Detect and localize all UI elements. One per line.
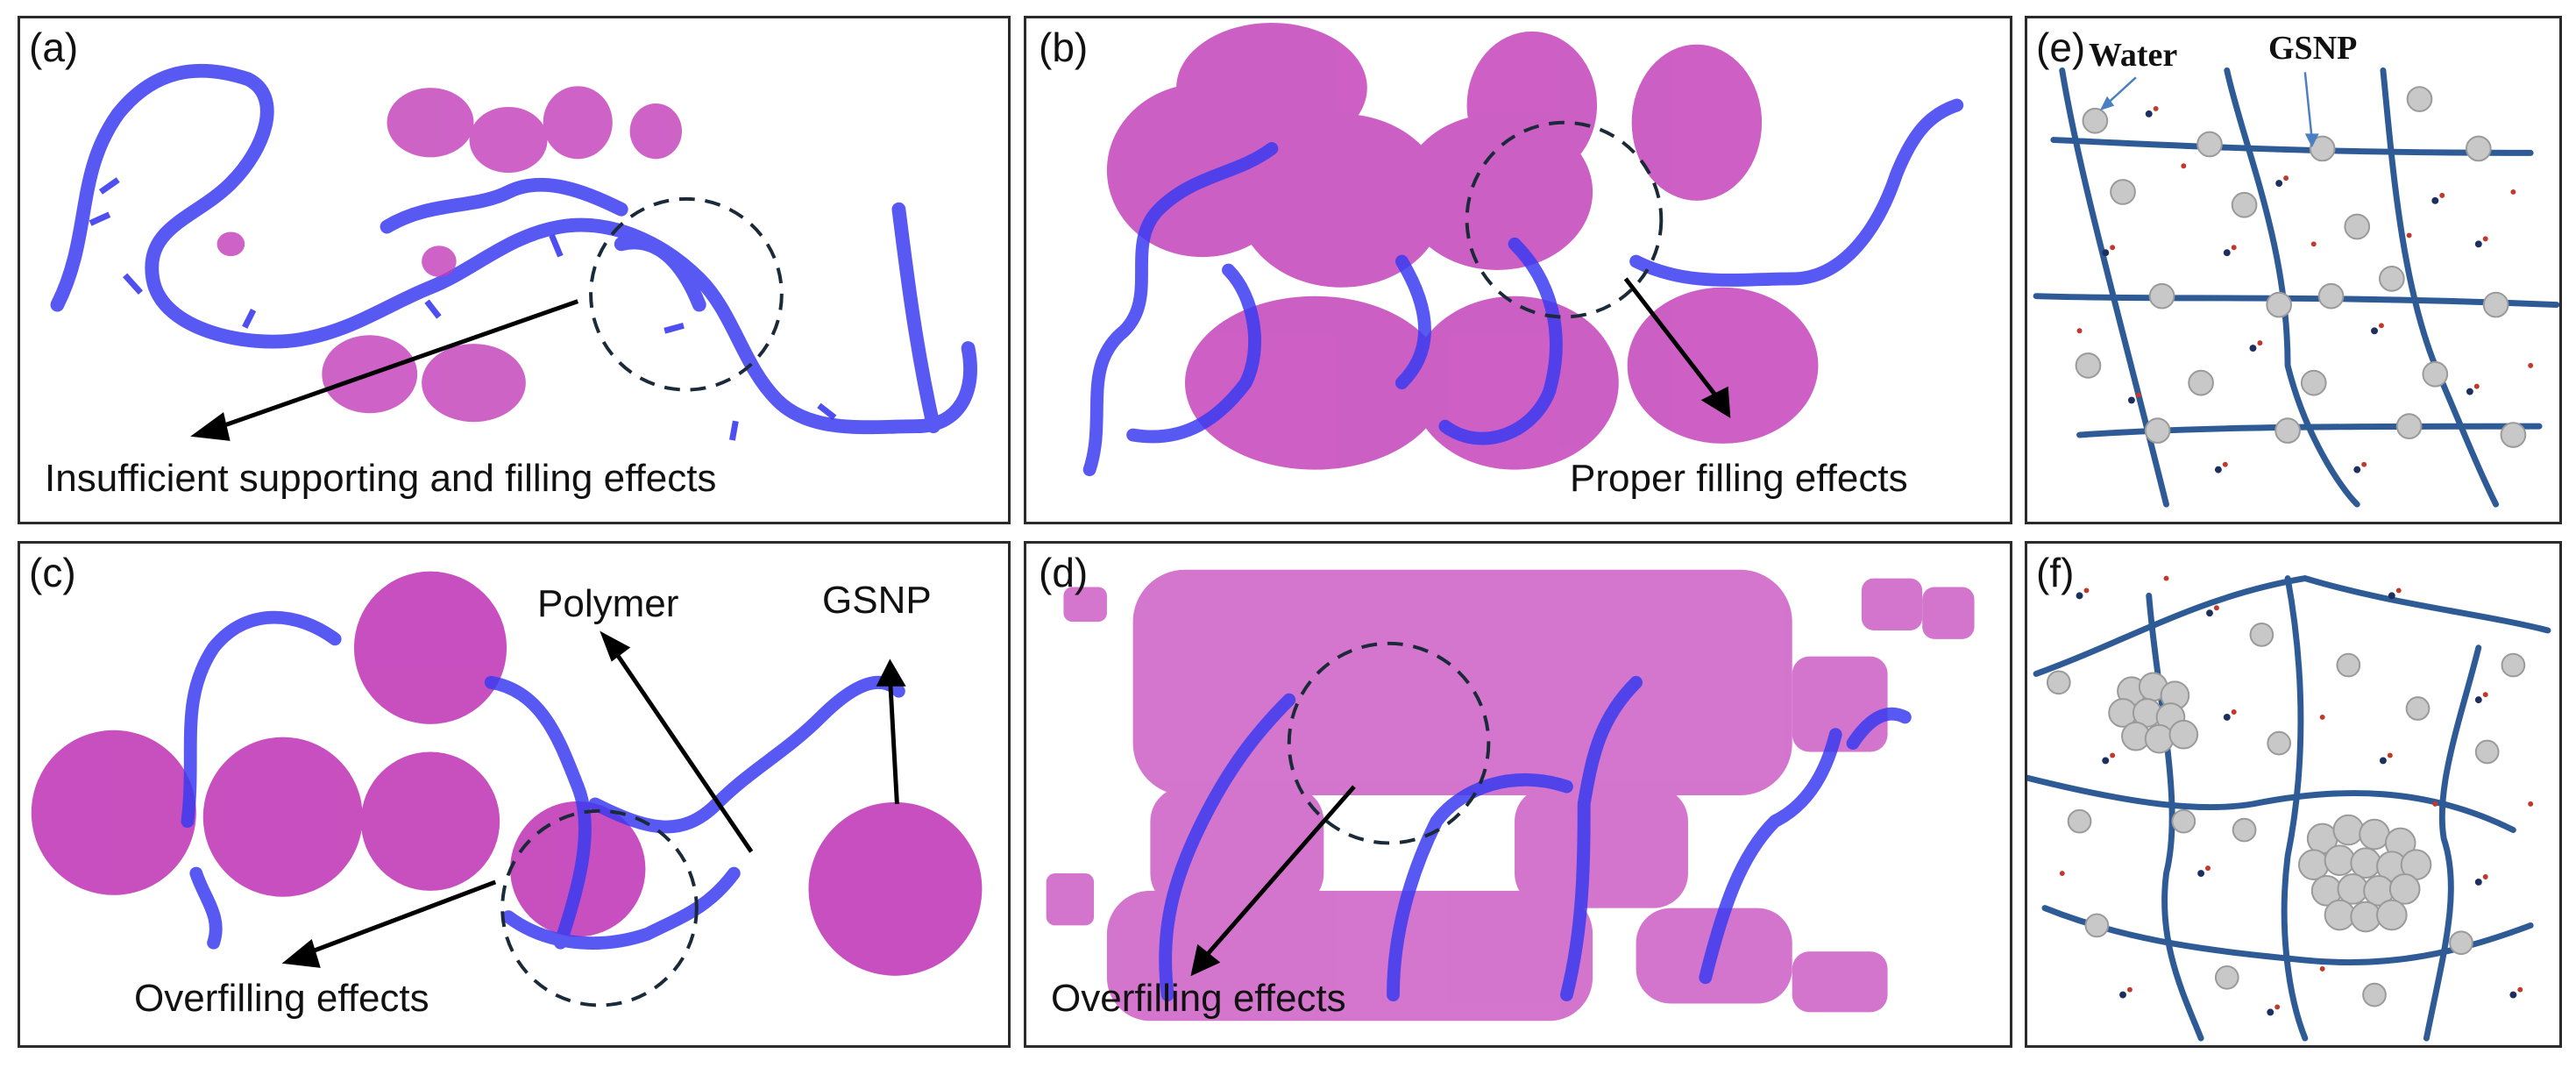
polymer-chain bbox=[50, 63, 977, 435]
panel-caption: Overfilling effects bbox=[1051, 977, 1346, 1020]
panel-tag: (a) bbox=[29, 25, 79, 70]
polymer-network-lines bbox=[2027, 575, 2551, 1042]
label-gsnp: GSNP bbox=[2268, 30, 2358, 67]
panel-caption: Overfilling effects bbox=[134, 977, 429, 1020]
nanoparticle-clusters bbox=[1046, 569, 1975, 1022]
panel-tag: (b) bbox=[1039, 25, 1089, 70]
panel-c-graphic bbox=[31, 571, 983, 1007]
pointer-arrow bbox=[190, 299, 579, 441]
highlight-circle bbox=[1465, 120, 1664, 319]
panel-caption: Insufficient supporting and filling effe… bbox=[45, 457, 717, 500]
panel-tag: (c) bbox=[29, 550, 76, 595]
highlight-circle bbox=[1287, 641, 1491, 845]
gsnp-spheres bbox=[2046, 623, 2526, 1007]
label-pointers bbox=[2099, 72, 2319, 148]
panel-tag: (d) bbox=[1039, 550, 1089, 595]
panel-c: (c) Overfilling effects Polymer GSNP bbox=[18, 541, 1011, 1048]
pointer-arrows bbox=[281, 630, 906, 968]
nanoparticle-clusters bbox=[1106, 22, 1819, 470]
gsnp-aggregate-1 bbox=[2108, 672, 2199, 754]
panel-a-graphic bbox=[50, 63, 977, 441]
panel-tag: (f) bbox=[2036, 550, 2075, 595]
panel-caption: Proper filling effects bbox=[1570, 457, 1908, 500]
panel-e-graphic bbox=[2033, 67, 2559, 508]
nanoparticle-clusters bbox=[216, 86, 682, 423]
panel-e: (e) Water GSNP bbox=[2025, 16, 2562, 524]
gsnp-spheres bbox=[2075, 86, 2527, 448]
highlight-circle bbox=[500, 808, 699, 1007]
highlight-circle bbox=[589, 196, 784, 392]
panel-b-graphic bbox=[1082, 22, 1964, 477]
panel-d: (d) Overfilling effects bbox=[1024, 541, 2012, 1048]
panel-d-graphic bbox=[1046, 569, 1975, 1022]
panel-a: (a) Insufficient supporting and filling … bbox=[18, 16, 1011, 524]
polymer-chain bbox=[1159, 675, 1912, 1002]
panel-f-graphic bbox=[2027, 575, 2551, 1042]
water-molecules bbox=[2059, 575, 2534, 1016]
panel-f: (f) bbox=[2025, 541, 2562, 1048]
label-gsnp: GSNP bbox=[822, 579, 932, 622]
pointer-arrow bbox=[1190, 785, 1356, 977]
panel-b: (b) Proper filling effects bbox=[1024, 16, 2012, 524]
polymer-chain bbox=[181, 610, 905, 950]
gsnp-aggregate-2 bbox=[2297, 814, 2432, 933]
panel-tag: (e) bbox=[2036, 25, 2086, 70]
label-water: Water bbox=[2089, 37, 2178, 74]
water-molecules bbox=[2076, 105, 2534, 473]
polymer-chain-2 bbox=[89, 177, 837, 441]
polymer-chain bbox=[1082, 98, 1964, 477]
pointer-arrow bbox=[1623, 277, 1731, 418]
label-polymer: Polymer bbox=[537, 582, 679, 625]
